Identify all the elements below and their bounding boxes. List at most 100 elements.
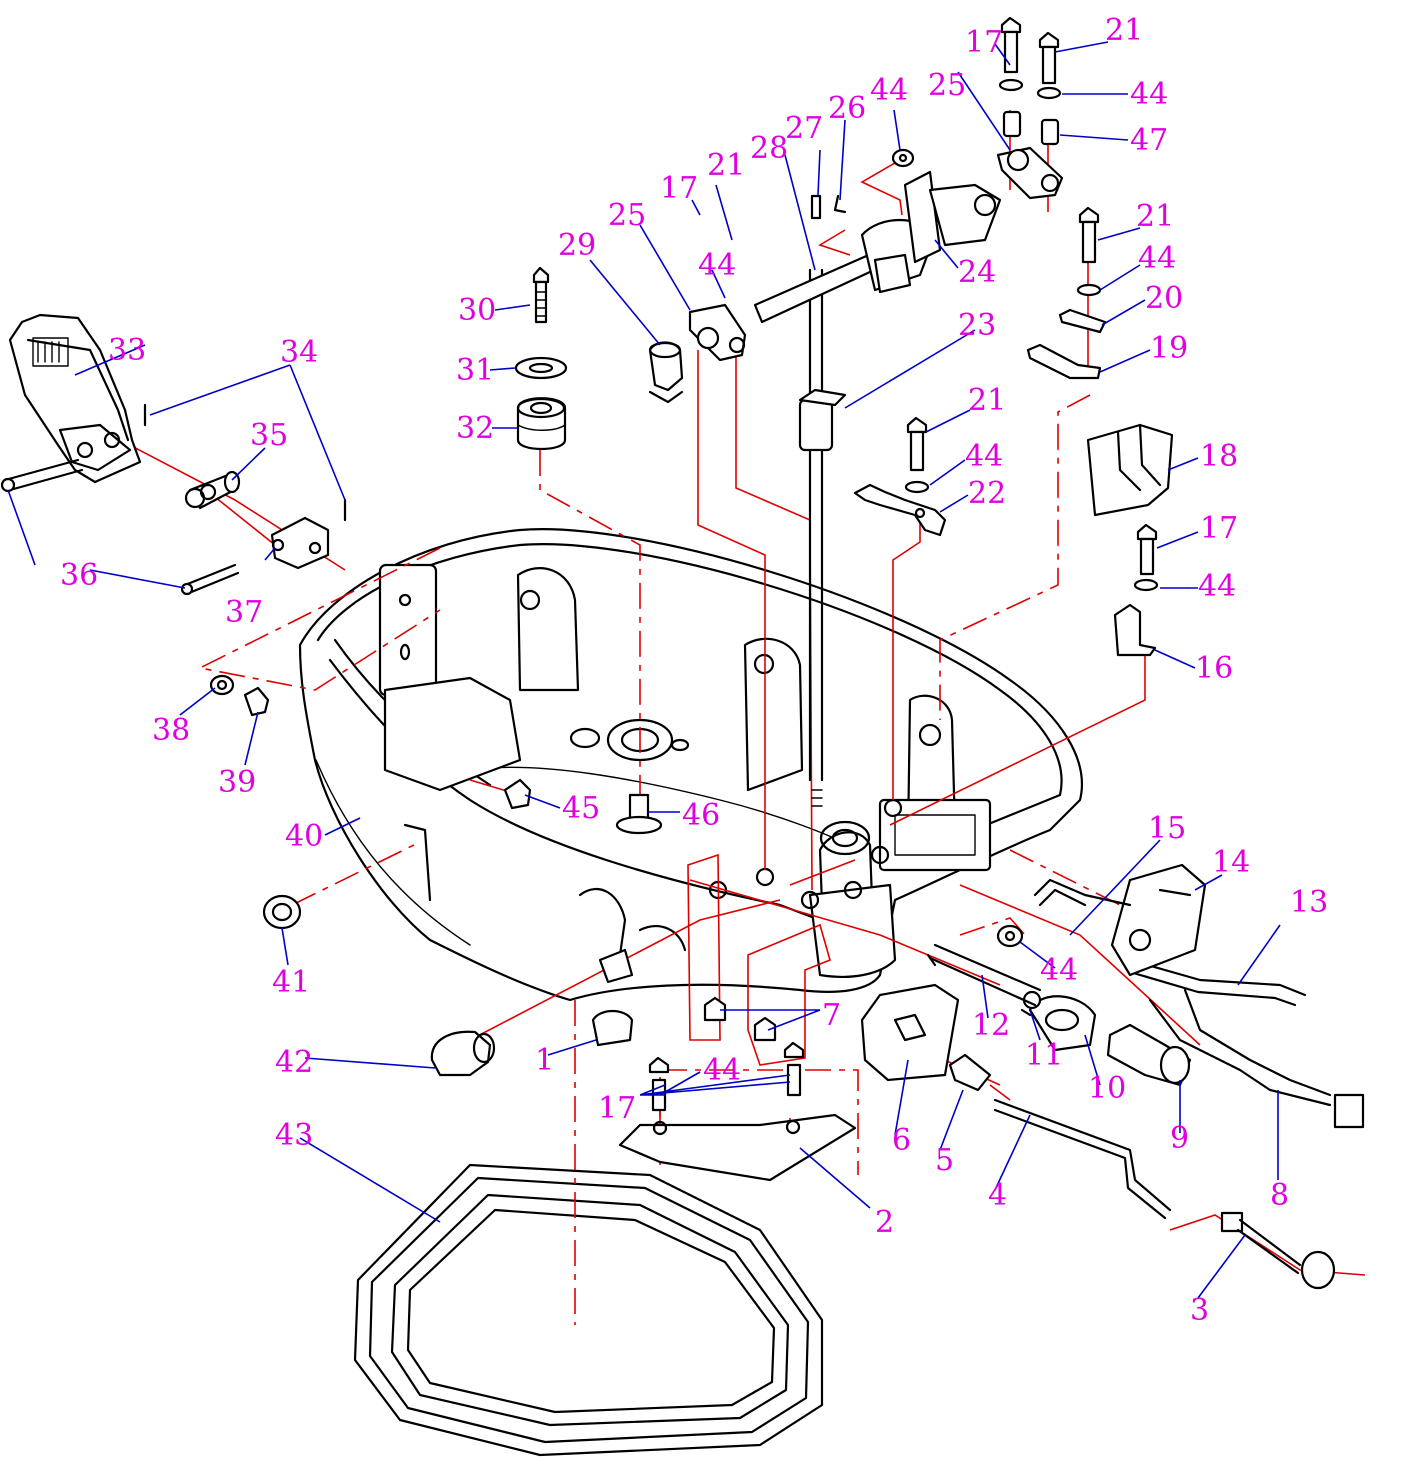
callout-14: 14 xyxy=(1212,845,1250,880)
shaft-24 xyxy=(753,170,1002,324)
bolt-21b xyxy=(1078,206,1100,264)
callout-10: 10 xyxy=(1088,1071,1126,1106)
callout-44: 44 xyxy=(1130,77,1168,112)
callout-8: 8 xyxy=(1270,1178,1289,1213)
bushing-35 xyxy=(184,470,241,510)
callout-43: 43 xyxy=(275,1118,313,1153)
washer-38 xyxy=(209,674,235,696)
callout-46: 46 xyxy=(682,798,720,833)
callout-23: 23 xyxy=(958,308,996,343)
callout-34: 34 xyxy=(280,335,318,370)
handle-cover xyxy=(8,313,142,484)
callout-38: 38 xyxy=(152,713,190,748)
bolt-17b xyxy=(1136,523,1158,576)
callout-37: 37 xyxy=(225,595,263,630)
cable-8 xyxy=(1148,988,1365,1129)
callout-27: 27 xyxy=(785,111,823,146)
callout-44: 44 xyxy=(1138,241,1176,276)
bolt-30 xyxy=(532,266,550,324)
callout-17: 17 xyxy=(1200,511,1238,546)
callout-1: 1 xyxy=(535,1043,554,1078)
plate-19 xyxy=(1026,343,1102,380)
washer-44g xyxy=(996,924,1024,948)
callout-7: 7 xyxy=(822,998,841,1033)
callout-44: 44 xyxy=(965,439,1003,474)
callout-25: 25 xyxy=(928,68,966,103)
plate-20 xyxy=(1058,308,1107,334)
collar-46 xyxy=(615,793,663,835)
callout-44: 44 xyxy=(870,73,908,108)
callout-44: 44 xyxy=(703,1053,741,1088)
washer-44f xyxy=(1133,578,1159,592)
callout-21: 21 xyxy=(968,383,1006,418)
callout-17: 17 xyxy=(598,1091,636,1126)
leader-lines xyxy=(7,41,1281,1299)
washer-31 xyxy=(514,356,568,380)
bolt-17d xyxy=(783,1041,805,1097)
callout-25: 25 xyxy=(608,198,646,233)
spacer-47a xyxy=(1002,110,1022,138)
grommet-14 xyxy=(1110,863,1207,977)
callout-26: 26 xyxy=(828,91,866,126)
plug-39 xyxy=(243,686,270,717)
bracket-37 xyxy=(270,516,330,570)
hose-15 xyxy=(1033,878,1132,907)
grommet-5 xyxy=(948,1053,992,1092)
callout-6: 6 xyxy=(892,1123,911,1158)
callout-11: 11 xyxy=(1025,1038,1063,1073)
callout-15: 15 xyxy=(1148,811,1186,846)
clip-26 xyxy=(833,194,847,214)
bolt-17a xyxy=(1000,16,1022,74)
pin-36 xyxy=(0,458,240,596)
callout-30: 30 xyxy=(458,293,496,328)
plug-45 xyxy=(503,778,532,810)
cap-42 xyxy=(430,1030,496,1077)
callout-21: 21 xyxy=(707,148,745,183)
washer-44e xyxy=(891,148,915,168)
callout-42: 42 xyxy=(275,1045,313,1080)
bracket-22 xyxy=(853,483,947,537)
bottom-seal xyxy=(353,1163,824,1457)
callout-13: 13 xyxy=(1290,885,1328,920)
spacer-47b xyxy=(1040,118,1060,146)
callout-36: 36 xyxy=(60,558,98,593)
pin-27 xyxy=(810,194,822,220)
callout-31: 31 xyxy=(456,353,494,388)
callout-45: 45 xyxy=(562,791,600,826)
callout-33: 33 xyxy=(108,333,146,368)
washer-44c xyxy=(1076,283,1102,297)
callouts: 21 17 25 44 47 44 26 27 28 21 17 25 44 2… xyxy=(60,13,1328,1328)
callout-40: 40 xyxy=(285,819,323,854)
lower-cowling xyxy=(298,528,1083,1002)
clip-16 xyxy=(1113,603,1157,657)
callout-29: 29 xyxy=(558,228,596,263)
callout-44: 44 xyxy=(698,248,736,283)
callout-20: 20 xyxy=(1145,281,1183,316)
lever-13 xyxy=(1128,958,1307,1007)
grommet-32 xyxy=(516,397,567,450)
plate-2 xyxy=(618,1113,857,1182)
bracket-6 xyxy=(860,983,960,1082)
shift-rod-23 xyxy=(798,268,847,807)
callout-19: 19 xyxy=(1150,331,1188,366)
clip-29 xyxy=(648,341,684,404)
callout-39: 39 xyxy=(218,765,256,800)
callout-18: 18 xyxy=(1200,439,1238,474)
nut-7a xyxy=(703,996,727,1022)
assembly-lines xyxy=(119,110,1366,1325)
grommet-41 xyxy=(262,894,302,930)
callout-16: 16 xyxy=(1195,651,1233,686)
callout-44: 44 xyxy=(1040,953,1078,988)
callout-3: 3 xyxy=(1190,1293,1209,1328)
rod-4 xyxy=(993,1098,1172,1220)
bolt-21c xyxy=(906,416,928,472)
clamp-11 xyxy=(1020,990,1042,1017)
callout-41: 41 xyxy=(272,965,310,1000)
link-25a xyxy=(688,303,747,362)
switch-9 xyxy=(1106,1023,1192,1087)
callout-44: 44 xyxy=(1198,569,1236,604)
callout-5: 5 xyxy=(935,1143,954,1178)
link-25b xyxy=(996,146,1064,200)
callout-17: 17 xyxy=(965,25,1003,60)
